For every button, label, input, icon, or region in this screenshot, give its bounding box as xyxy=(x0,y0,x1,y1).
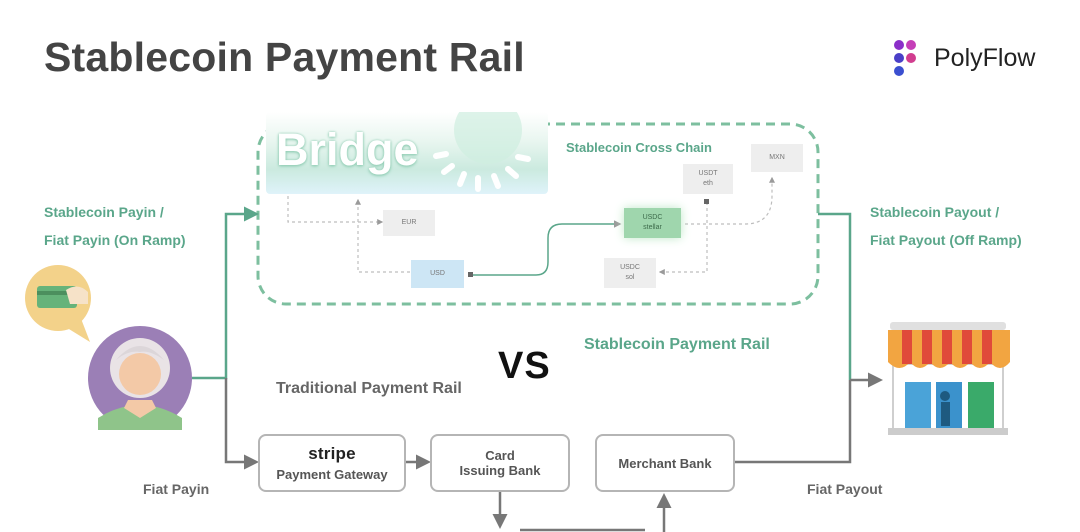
flow-usd-to-usdc xyxy=(470,220,622,276)
stablecoin-rail-label: Stablecoin Payment Rail xyxy=(584,336,770,353)
card-issuing-label-line1: Card xyxy=(485,448,515,463)
chip-usdc-stellar-label: USDC xyxy=(642,214,663,221)
card-payment-bubble-icon xyxy=(25,265,91,342)
payment-gateway-label: Payment Gateway xyxy=(276,467,388,482)
bridge-sun-icon xyxy=(433,112,531,192)
card-issuing-bank-box: Card Issuing Bank xyxy=(430,434,570,492)
customer-avatar-icon xyxy=(88,326,192,430)
onramp-label-line2: Fiat Payin (On Ramp) xyxy=(44,232,186,248)
bridge-logo: Bridge xyxy=(276,124,419,175)
fiat-payout-label: Fiat Payout xyxy=(807,481,883,497)
fiat-payin-arrow xyxy=(224,378,259,470)
chip-mxn: MXN xyxy=(751,144,803,172)
page-title: Stablecoin Payment Rail xyxy=(44,34,525,80)
chip-usd-label: USD xyxy=(430,270,445,277)
chip-usdc-sol-network: sol xyxy=(625,274,635,281)
onramp-arrow xyxy=(192,206,259,380)
bridge-banner xyxy=(266,112,548,194)
merchant-bank-box: Merchant Bank xyxy=(595,434,735,492)
chip-usdc-stellar-network: stellar xyxy=(643,224,662,231)
offramp-line xyxy=(818,212,852,380)
chip-usdt-eth: USDT eth xyxy=(683,164,733,194)
fiat-payout-line xyxy=(735,380,852,464)
onramp-label: Stablecoin Payin / Fiat Payin (On Ramp) xyxy=(44,198,186,254)
stripe-logo: stripe xyxy=(308,444,356,463)
onramp-label-line1: Stablecoin Payin / xyxy=(44,204,164,220)
brand-name: PolyFlow xyxy=(934,44,1036,72)
fiat-payin-label: Fiat Payin xyxy=(143,481,210,497)
merchant-store-icon xyxy=(888,322,1010,435)
cross-chain-label: Stablecoin Cross Chain xyxy=(566,140,712,155)
offramp-label-line1: Stablecoin Payout / xyxy=(870,204,1000,220)
chip-usdc-stellar: USDC stellar xyxy=(624,208,681,238)
traditional-rail-label: Traditional Payment Rail xyxy=(276,380,462,397)
chip-mxn-label: MXN xyxy=(769,154,785,161)
chip-usdc-sol-label: USDC xyxy=(620,264,640,271)
payment-gateway-box: stripe Payment Gateway xyxy=(258,434,406,492)
flow-start-to-eur xyxy=(287,196,384,225)
chip-eur-label: EUR xyxy=(401,219,417,226)
flow-usdc-to-mxn xyxy=(685,176,775,225)
chip-usdc-sol: USDC sol xyxy=(604,258,656,288)
card-issuing-label-line2: Issuing Bank xyxy=(459,463,541,478)
offramp-label-line2: Fiat Payout (Off Ramp) xyxy=(870,232,1022,248)
vs-label: VS xyxy=(498,345,551,387)
polyflow-logo-icon xyxy=(894,40,916,76)
merchant-bank-label: Merchant Bank xyxy=(618,455,712,471)
chip-usdt-eth-label: USDT xyxy=(698,170,718,177)
offramp-label: Stablecoin Payout / Fiat Payout (Off Ram… xyxy=(870,198,1022,254)
chip-usdt-eth-network: eth xyxy=(703,180,713,187)
chip-usd: USD xyxy=(411,260,464,288)
chip-eur: EUR xyxy=(383,210,435,236)
